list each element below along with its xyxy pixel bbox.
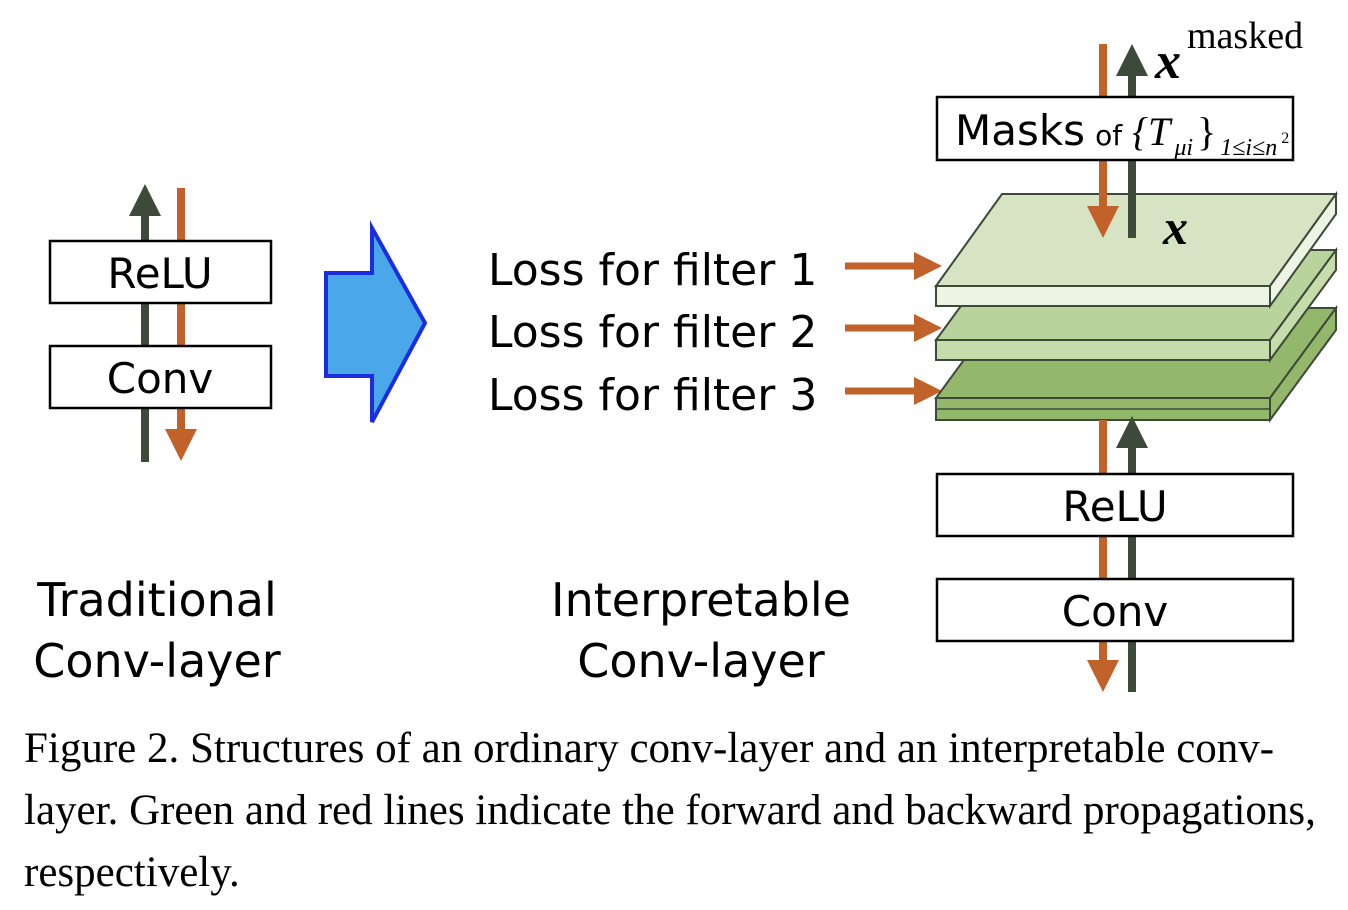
relu-label-right: ReLU <box>1062 482 1167 531</box>
traditional-title-line1: Traditional <box>36 573 277 627</box>
masks-label: Masks of {T μi } 1≤i≤n 2 <box>955 106 1289 161</box>
loss-label-1: Loss for filter 1 <box>488 245 817 296</box>
traditional-layer: ReLU Conv Traditional Conv-layer <box>33 184 281 688</box>
interpretable-layer: Masks of {T μi } 1≤i≤n 2 x masked <box>551 15 1338 692</box>
loss-labels: Loss for filter 1 Loss for filter 2 Loss… <box>488 245 942 421</box>
x-label: x <box>1162 199 1188 255</box>
relu-box-right <box>935 472 1295 538</box>
interpretable-title-line2: Conv-layer <box>577 634 824 688</box>
x-masked-label: x masked <box>1154 15 1303 90</box>
conv-box-right <box>935 577 1295 643</box>
filter-layer-1 <box>934 190 1338 310</box>
conv-label: Conv <box>107 354 214 403</box>
conv-box <box>48 344 273 410</box>
relu-box <box>48 239 273 305</box>
figure-caption: Figure 2. Structures of an ordinary conv… <box>24 725 1316 896</box>
traditional-title-line2: Conv-layer <box>33 634 280 688</box>
interpretable-title-line1: Interpretable <box>551 573 851 627</box>
loss-label-3: Loss for filter 3 <box>488 370 817 421</box>
relu-label: ReLU <box>107 249 212 298</box>
masks-box <box>935 95 1295 162</box>
transition-arrow-icon <box>324 220 428 423</box>
conv-label-right: Conv <box>1062 587 1169 636</box>
loss-label-2: Loss for filter 2 <box>488 307 817 358</box>
